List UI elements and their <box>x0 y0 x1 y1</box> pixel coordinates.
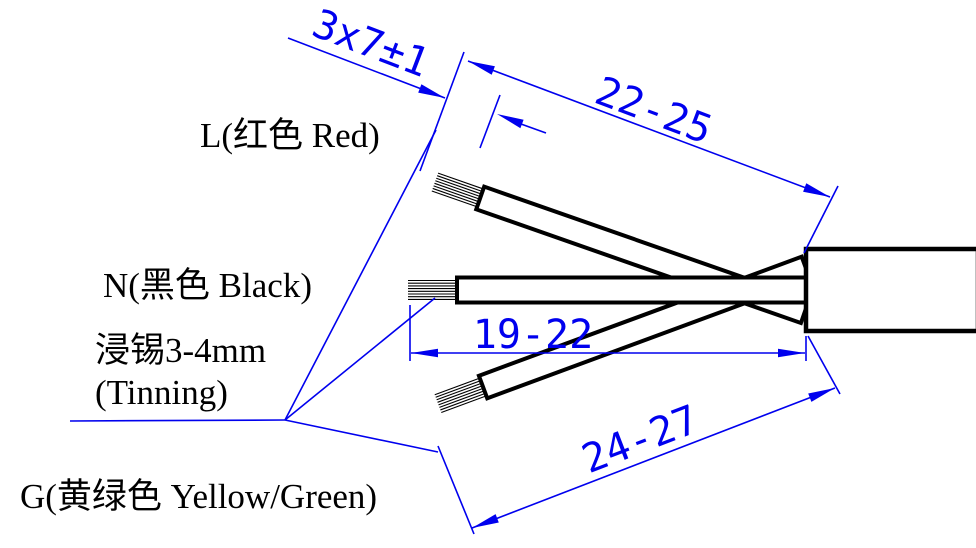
dimension-label-wire-g: 24-27 <box>576 397 705 483</box>
wire-label-n: N(黑色 Black) <box>103 266 312 305</box>
dimension-label-wire-n: 19-22 <box>473 312 593 358</box>
wire-l-tinned-end <box>434 377 488 413</box>
dimension-label-strip-length: 3x7±1 <box>306 1 435 87</box>
wire-n-black <box>408 275 810 305</box>
cable-jacket <box>803 246 976 334</box>
tinning-label-en: (Tinning) <box>95 373 228 412</box>
wire-g-tinned-end <box>431 172 485 208</box>
wire-n-insulation <box>455 275 810 305</box>
tinning-label-cn: 浸锡3-4mm <box>95 331 266 370</box>
dimension-wire-g-length: 24-27 <box>437 335 841 535</box>
dimension-wire-n-length: 19-22 <box>409 305 807 361</box>
wire-n-tinned-end <box>408 279 458 300</box>
dimension-label-wire-l: 22-25 <box>589 68 718 153</box>
wire-label-g: G(黄绿色 Yellow/Green) <box>20 477 377 516</box>
wire-label-l: L(红色 Red) <box>200 116 380 155</box>
tinning-leader-lines <box>69 129 439 453</box>
extension-line-strand-tip <box>419 51 465 172</box>
